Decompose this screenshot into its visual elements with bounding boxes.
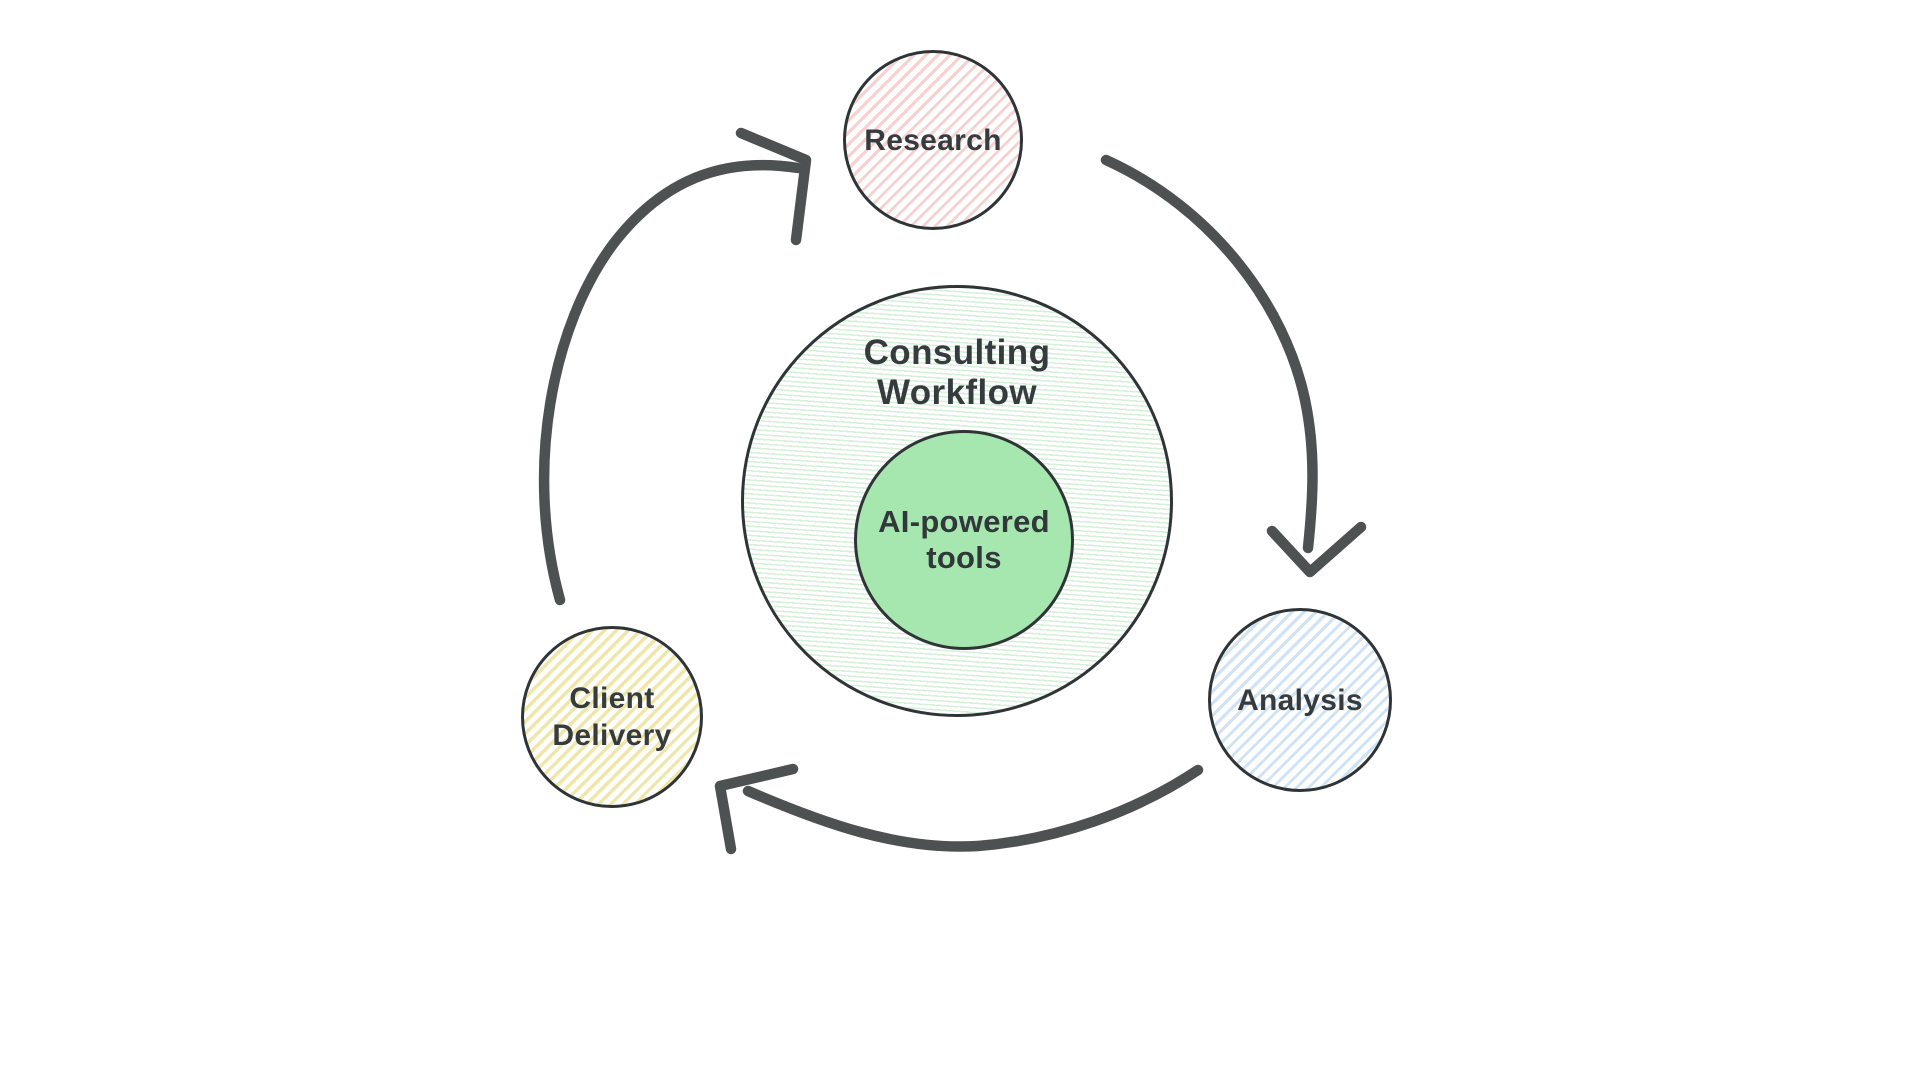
consulting-workflow-circle: Consulting Workflow AI-powered tools [741, 285, 1173, 717]
arrow-analysis-to-client-delivery-head [714, 763, 799, 855]
research-label: Research [864, 123, 1002, 157]
analysis-node: Analysis [1208, 608, 1392, 792]
ai-label-line1: AI-powered [878, 504, 1050, 539]
client-delivery-node: Client Delivery [521, 626, 703, 808]
client-delivery-label-line2: Delivery [552, 719, 672, 752]
arrow-client-delivery-to-research-head [735, 127, 812, 246]
arrow-analysis-to-client-delivery-shaft [742, 764, 1204, 852]
research-node: Research [843, 50, 1023, 230]
arrow-research-to-analysis-head [1266, 521, 1367, 578]
consulting-workflow-label: Consulting Workflow [744, 333, 1170, 413]
ai-powered-tools-circle: AI-powered tools [854, 430, 1074, 650]
analysis-label: Analysis [1237, 683, 1363, 717]
workflow-label-line1: Consulting [863, 333, 1051, 372]
arrow-analysis-to-client-delivery [714, 763, 1204, 855]
client-delivery-label: Client Delivery [552, 680, 671, 754]
client-delivery-label-line1: Client [569, 682, 655, 715]
ai-powered-tools-label: AI-powered tools [878, 504, 1050, 576]
ai-label-line2: tools [926, 540, 1002, 575]
workflow-label-line2: Workflow [876, 373, 1038, 412]
